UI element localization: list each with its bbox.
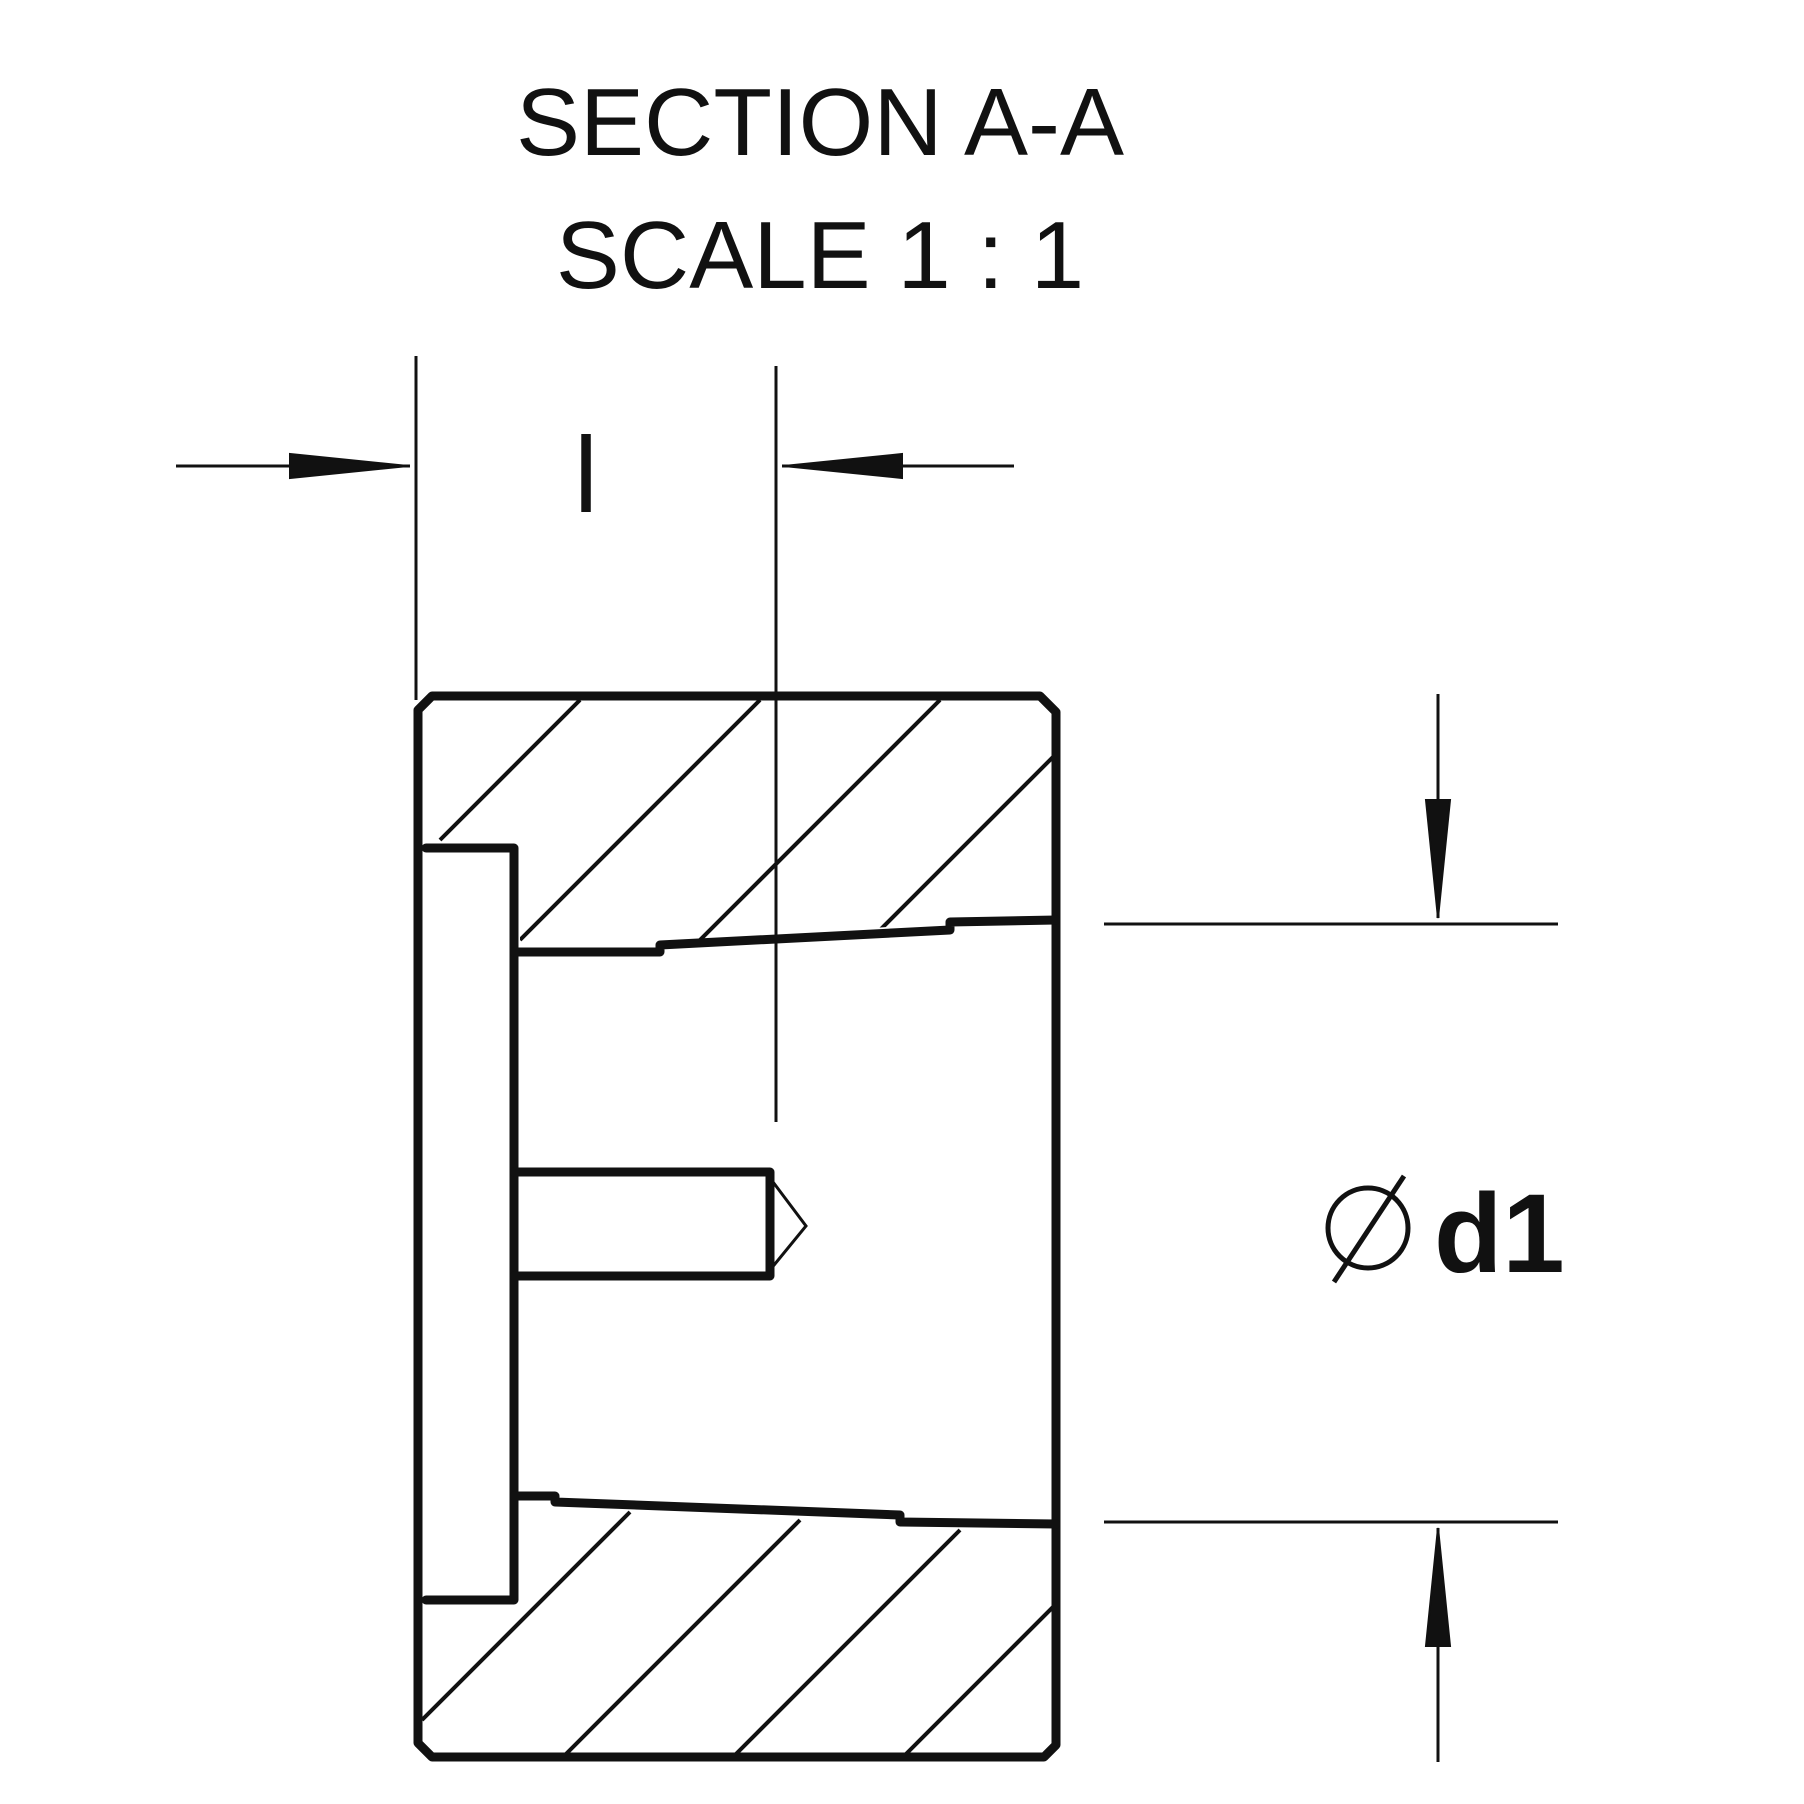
diameter-symbol-icon <box>1325 1185 1411 1271</box>
diameter-label: d1 <box>1325 1171 1565 1296</box>
bottom-hatch <box>422 1510 1060 1760</box>
section-title: SECTION A-A <box>516 69 1124 176</box>
length-dimension <box>176 452 1014 480</box>
diameter-symbol-slash <box>1331 1174 1407 1284</box>
part-outline <box>413 691 1061 1762</box>
length-label: l <box>574 414 598 535</box>
scale-label: SCALE 1 : 1 <box>556 202 1084 309</box>
diameter-dimension <box>1424 694 1452 1762</box>
diameter-value: d1 <box>1434 1171 1565 1296</box>
top-hatch <box>438 700 1060 952</box>
